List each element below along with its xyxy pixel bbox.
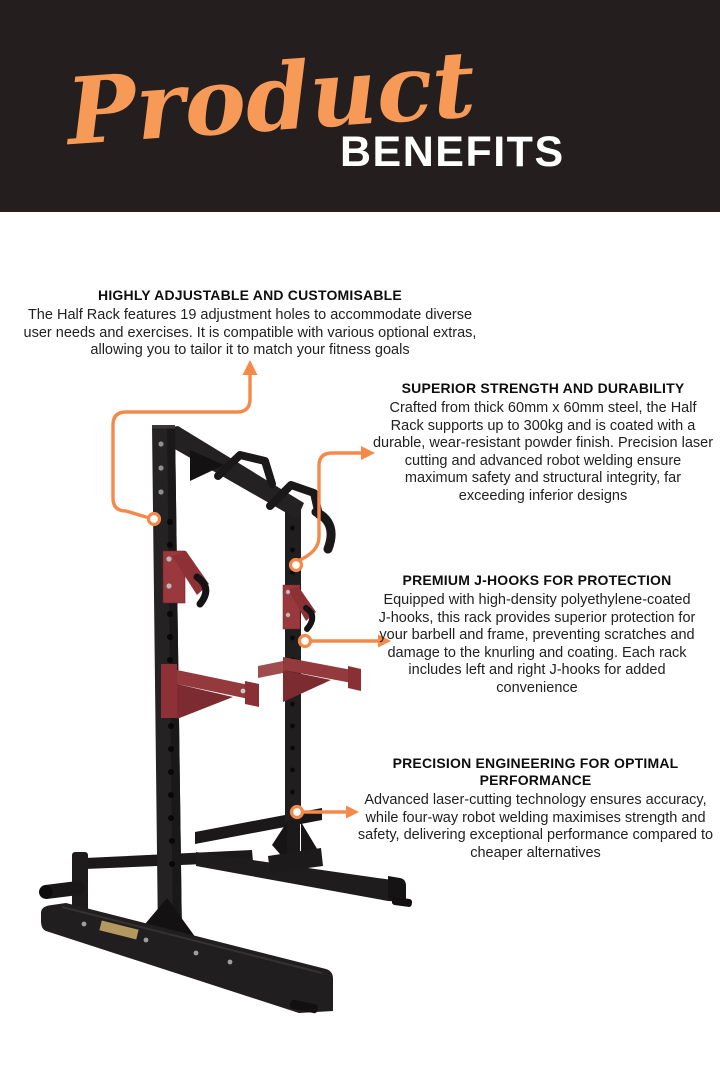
right-j-hook <box>282 584 316 632</box>
benefit-block-precision: PRECISION ENGINEERING FOR OPTIMAL PERFOR… <box>357 755 714 862</box>
anchor-ring-icon <box>146 511 162 527</box>
benefit-title: PREMIUM J-HOOKS FOR PROTECTION <box>402 572 672 588</box>
benefit-body: Advanced laser-cutting technology ensure… <box>357 792 714 861</box>
left-spotter-arm <box>161 664 259 719</box>
benefit-body: Equipped with high-density polyethylene-… <box>378 592 696 696</box>
benefit-block-adjustable: HIGHLY ADJUSTABLE AND CUSTOMISABLE The H… <box>18 287 482 360</box>
right-upright <box>268 502 323 873</box>
benefit-block-jhooks: PREMIUM J-HOOKS FOR PROTECTION Equipped … <box>376 572 698 698</box>
left-j-hook <box>162 550 210 608</box>
connector-adjustable <box>111 360 258 527</box>
front-runner <box>41 898 333 1014</box>
pullup-bar <box>166 426 336 554</box>
anchor-ring-icon <box>288 557 304 573</box>
benefit-block-strength: SUPERIOR STRENGTH AND DURABILITY Crafted… <box>372 380 714 506</box>
weight-horn <box>39 852 88 922</box>
connector-precision <box>289 804 359 820</box>
connector-strength <box>288 446 375 573</box>
product-script-graphic: Product <box>60 30 478 166</box>
anchor-ring-icon <box>289 804 305 820</box>
right-spotter-arm <box>258 657 361 702</box>
callout-connectors <box>111 360 391 820</box>
arrow-up-icon <box>242 360 258 375</box>
benefit-body: Crafted from thick 60mm x 60mm steel, th… <box>372 400 714 504</box>
benefit-title: SUPERIOR STRENGTH AND DURABILITY <box>401 380 685 396</box>
benefits-title: BENEFITS <box>340 128 565 176</box>
anchor-ring-icon <box>297 633 313 649</box>
benefit-title: PRECISION ENGINEERING FOR OPTIMAL PERFOR… <box>392 755 679 788</box>
benefit-body: The Half Rack features 19 adjustment hol… <box>23 307 477 359</box>
header-banner: Product BENEFITS <box>0 0 720 212</box>
benefit-title: HIGHLY ADJUSTABLE AND CUSTOMISABLE <box>98 287 402 303</box>
left-upright <box>152 425 182 938</box>
